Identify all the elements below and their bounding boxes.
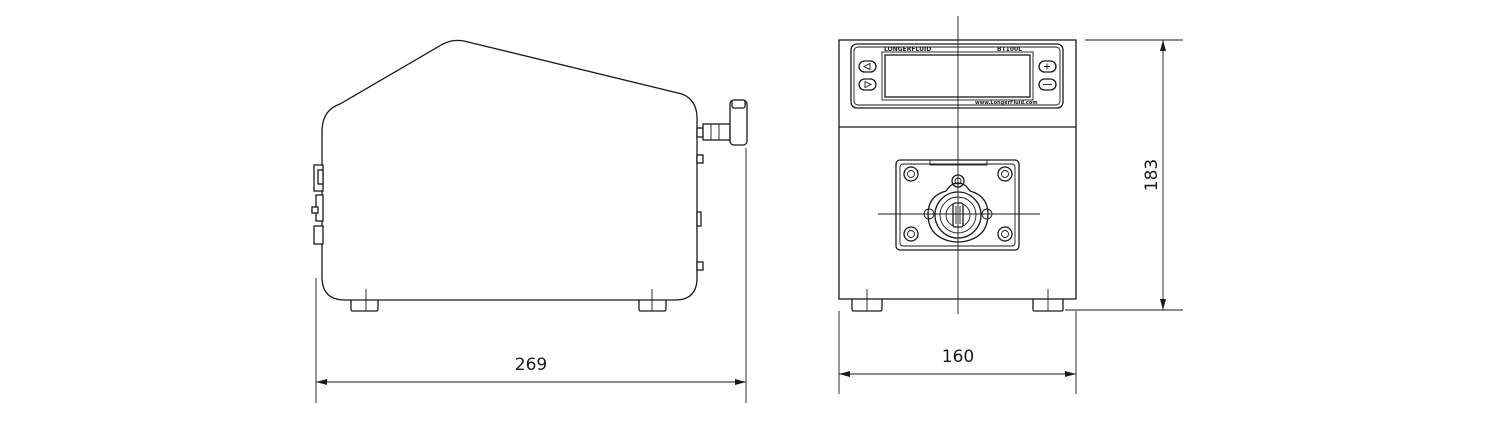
dimension-front-height-label: 183 — [1142, 159, 1162, 191]
panel-button-bottom-right — [1038, 78, 1057, 91]
side-view-ports — [696, 154, 704, 271]
screw-icon — [903, 226, 919, 242]
panel-button-bottom-left — [858, 78, 877, 91]
dimension-front-height: 183 — [1065, 39, 1183, 311]
side-view-pump-head — [311, 164, 324, 245]
panel-button-top-right — [1038, 60, 1057, 73]
pump-head — [895, 159, 1020, 251]
dimension-front-width: 160 — [838, 311, 1077, 394]
antenna-icon — [696, 99, 748, 146]
side-view-body — [321, 39, 698, 301]
brand-label: LONGERFLUID — [884, 46, 931, 53]
control-panel: LONGERFLUID BT100L www.LongerFluid.com — [850, 43, 1064, 109]
side-view-foot-left — [350, 300, 379, 312]
side-view-foot-right — [638, 300, 667, 312]
dimension-side-length-label: 269 — [515, 355, 547, 375]
screw-icon — [903, 166, 919, 182]
dimension-side-length: 269 — [315, 148, 747, 403]
screw-icon — [997, 226, 1013, 242]
lcd-display — [884, 54, 1031, 98]
model-label: BT100L — [997, 46, 1022, 53]
side-view: 269 — [311, 39, 748, 403]
dimension-front-width-label: 160 — [942, 347, 974, 367]
front-view: LONGERFLUID BT100L www.LongerFluid.com — [838, 16, 1183, 394]
screw-icon — [997, 166, 1013, 182]
front-view-body — [838, 39, 1077, 300]
website-label: www.LongerFluid.com — [975, 100, 1038, 106]
panel-button-top-left — [858, 60, 877, 73]
